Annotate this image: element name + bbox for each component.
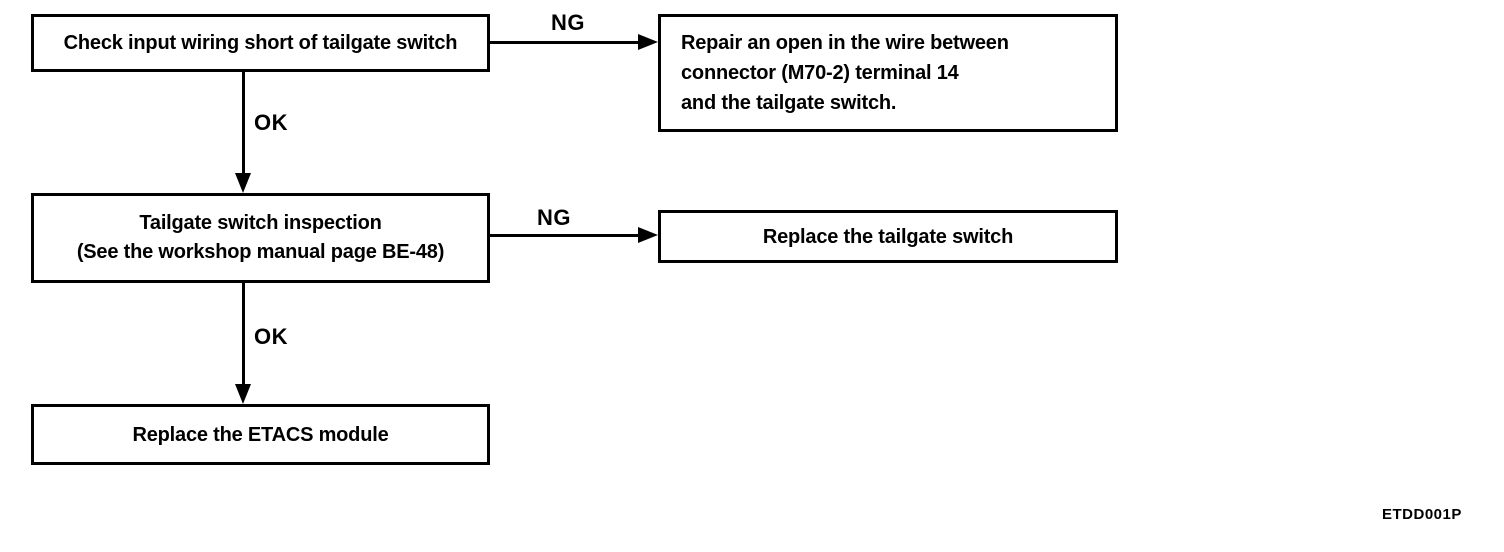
arrowhead-down-ok2-icon [235, 384, 251, 404]
connector-ng1-line [490, 41, 638, 44]
connector-ok2-line [242, 283, 245, 386]
figure-code: ETDD001P [1382, 506, 1462, 523]
edge-label-ng2: NG [537, 205, 571, 230]
connector-ng2-line [490, 234, 638, 237]
node-check-input-wiring: Check input wiring short of tailgate swi… [31, 14, 490, 72]
node-replace-tailgate-switch-text: Replace the tailgate switch [762, 225, 1014, 248]
node-repair-open-wire-line1: Repair an open in the wire between [681, 32, 1009, 54]
node-repair-open-wire-line2: connector (M70-2) terminal 14 [681, 62, 959, 84]
node-repair-open-wire-line3: and the tailgate switch. [681, 92, 897, 114]
edge-label-ng1: NG [551, 10, 585, 35]
node-repair-open-wire: Repair an open in the wire between conne… [658, 14, 1118, 132]
node-replace-tailgate-switch: Replace the tailgate switch [658, 210, 1118, 263]
node-replace-etacs-module-text: Replace the ETACS module [132, 423, 389, 446]
edge-label-ok1: OK [254, 110, 288, 135]
node-tailgate-switch-inspection-line1: Tailgate switch inspection [139, 212, 382, 234]
arrowhead-right-ng2-icon [638, 227, 658, 243]
node-check-input-wiring-text: Check input wiring short of tailgate swi… [63, 32, 458, 54]
node-tailgate-switch-inspection: Tailgate switch inspection (See the work… [31, 193, 490, 283]
connector-ok1-line [242, 72, 245, 175]
edge-label-ok2: OK [254, 324, 288, 349]
arrowhead-right-ng1-icon [638, 34, 658, 50]
node-replace-etacs-module: Replace the ETACS module [31, 404, 490, 465]
arrowhead-down-ok1-icon [235, 173, 251, 193]
node-tailgate-switch-inspection-line2: (See the workshop manual page BE-48) [76, 241, 445, 263]
